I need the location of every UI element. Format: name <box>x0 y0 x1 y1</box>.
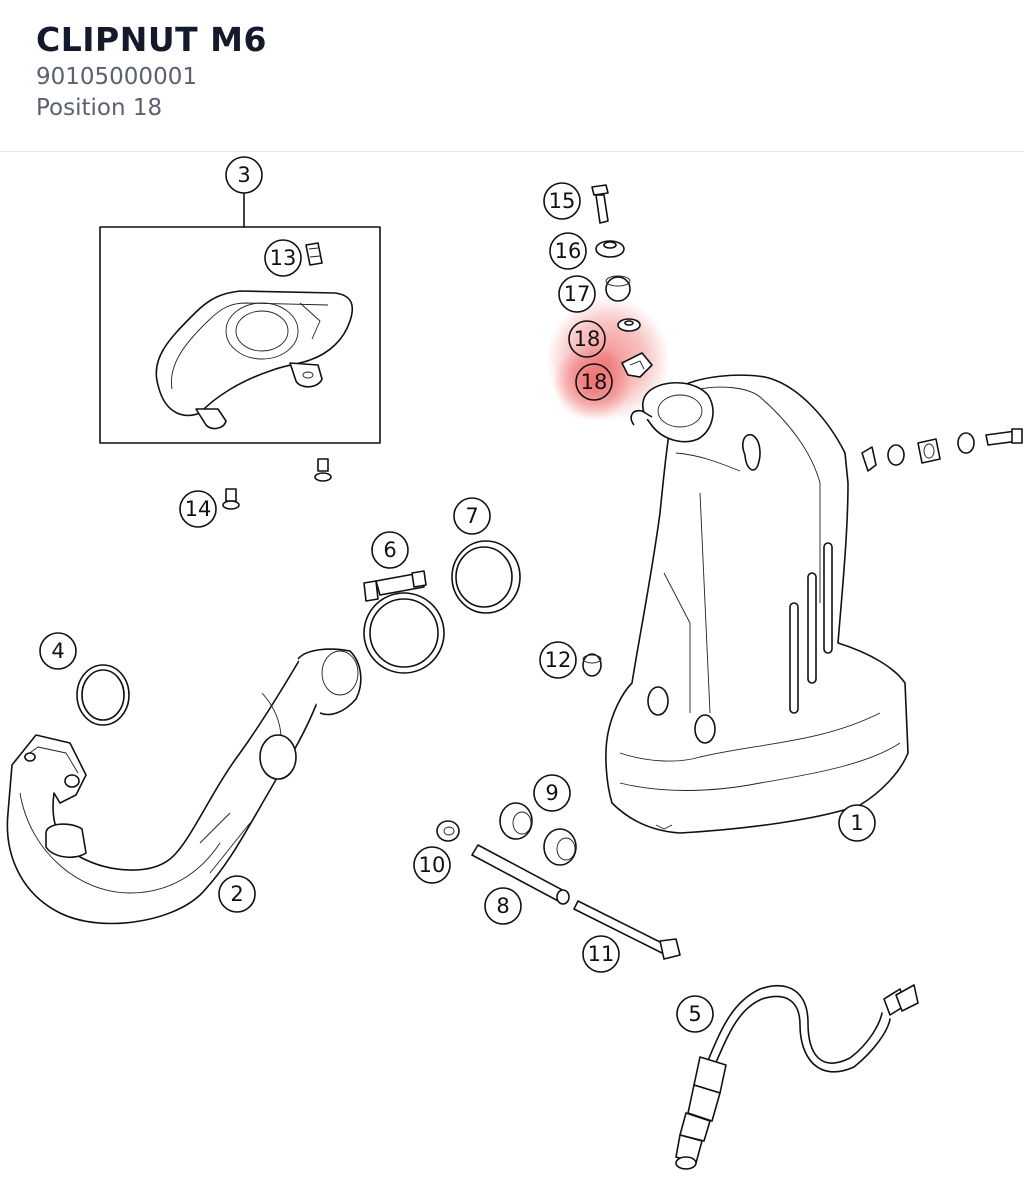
svg-text:6: 6 <box>383 538 396 562</box>
callout-18-washer[interactable]: 18 <box>568 320 606 358</box>
part-header: CLIPNUT M6 90105000001 Position 18 <box>0 0 1024 152</box>
part-7-gasket <box>451 540 521 614</box>
svg-text:14: 14 <box>185 497 212 521</box>
exploded-parts-diagram: 3 13 14 15 16 17 18 18 7 6 4 12 1 9 10 2 <box>6 156 1023 1170</box>
svg-text:1: 1 <box>850 811 863 835</box>
svg-text:4: 4 <box>51 639 64 663</box>
callout-14[interactable]: 14 <box>179 490 217 528</box>
svg-text:11: 11 <box>588 942 615 966</box>
part-1-silencer <box>605 374 909 834</box>
svg-text:13: 13 <box>270 246 297 270</box>
svg-text:18: 18 <box>574 327 601 351</box>
svg-text:7: 7 <box>465 504 478 528</box>
position-label: Position 18 <box>36 95 163 121</box>
callout-6[interactable]: 6 <box>371 531 409 569</box>
callout-10[interactable]: 10 <box>413 846 451 884</box>
part-15-18-hardware <box>591 184 653 378</box>
part-8-spacer-tube <box>471 844 570 905</box>
svg-text:3: 3 <box>237 163 250 187</box>
part-9-bushings <box>499 802 577 866</box>
callout-16[interactable]: 16 <box>549 232 587 270</box>
svg-text:18: 18 <box>581 370 608 394</box>
callout-15[interactable]: 15 <box>543 182 581 220</box>
part-6-clamp <box>363 570 445 674</box>
callout-8[interactable]: 8 <box>484 887 522 925</box>
part-4-ring <box>76 664 130 726</box>
part-number: 90105000001 <box>36 64 197 90</box>
svg-text:9: 9 <box>545 781 558 805</box>
callout-2[interactable]: 2 <box>218 875 256 913</box>
svg-text:8: 8 <box>496 894 509 918</box>
part-14-screws <box>222 458 332 510</box>
svg-text:5: 5 <box>688 1002 701 1026</box>
svg-text:15: 15 <box>549 189 576 213</box>
right-side-fasteners <box>861 428 1023 472</box>
callout-18-clipnut[interactable]: 18 <box>575 363 613 401</box>
callout-11[interactable]: 11 <box>582 935 620 973</box>
callout-13[interactable]: 13 <box>264 239 302 277</box>
callout-7[interactable]: 7 <box>453 497 491 535</box>
callout-1[interactable]: 1 <box>838 804 876 842</box>
svg-text:17: 17 <box>564 282 591 306</box>
part-2-header-pipe <box>6 648 362 925</box>
svg-text:16: 16 <box>555 239 582 263</box>
callout-12[interactable]: 12 <box>539 641 577 679</box>
part-12-grommet <box>582 653 602 677</box>
callout-9[interactable]: 9 <box>533 774 571 812</box>
callout-17[interactable]: 17 <box>558 275 596 313</box>
part-5-lambda-sensor <box>675 984 919 1170</box>
part-11-bolt <box>573 900 681 960</box>
callout-5[interactable]: 5 <box>676 995 714 1033</box>
part-title: CLIPNUT M6 <box>36 20 267 59</box>
svg-text:12: 12 <box>545 648 572 672</box>
svg-text:10: 10 <box>419 853 446 877</box>
part-3-heat-shield-inset <box>99 192 381 444</box>
callout-4[interactable]: 4 <box>39 632 77 670</box>
part-10-nut <box>436 820 460 842</box>
svg-text:2: 2 <box>230 882 243 906</box>
callout-3[interactable]: 3 <box>225 156 263 194</box>
